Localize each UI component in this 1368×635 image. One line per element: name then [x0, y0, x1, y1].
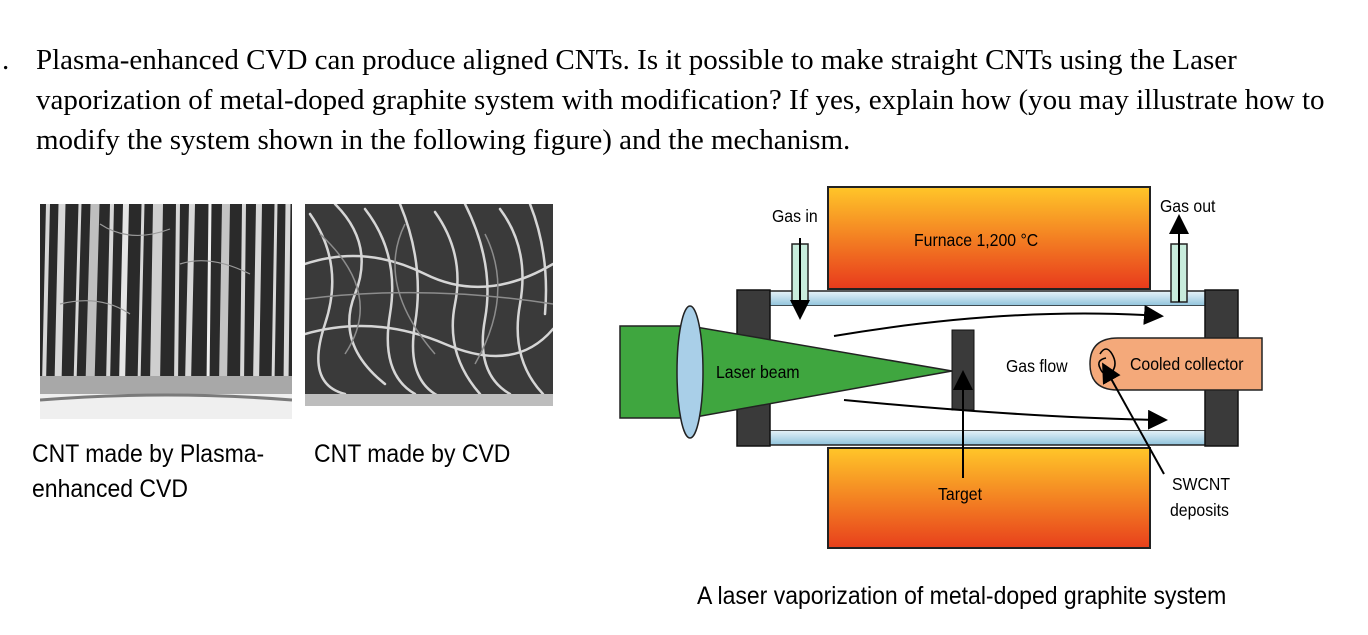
gas-flow-arrow-top [833, 304, 1164, 337]
gas-flow-arrow-bottom [843, 399, 1168, 430]
gas-flow-label: Gas flow [1006, 356, 1068, 376]
laser-beam-label: Laser beam [716, 362, 800, 382]
swcnt-label-line2: deposits [1170, 500, 1229, 520]
tube-wall-top [768, 290, 1208, 307]
gas-in-label: Gas in [772, 206, 818, 226]
furnace-bottom [827, 447, 1151, 549]
laser-lens [676, 305, 704, 439]
cvd-caption-line1: CNT made by CVD [314, 440, 511, 468]
cvd-cnt-image [305, 204, 553, 419]
swcnt-label-line1: SWCNT [1172, 474, 1230, 494]
cvd-caption: CNT made by CVD [314, 437, 510, 472]
furnace-label: Furnace 1,200 °C [914, 230, 1038, 250]
plasma-cvd-caption-line2: enhanced CVD [32, 475, 188, 503]
cooled-collector-label: Cooled collector [1130, 354, 1244, 374]
gas-out-label: Gas out [1160, 196, 1216, 216]
furnace-top [827, 186, 1151, 290]
laser-vaporization-diagram: Gas in Gas out Furnace 1,200 °C Laser be… [619, 186, 1263, 549]
plasma-cvd-caption: CNT made by Plasma- enhanced CVD [32, 437, 264, 507]
question-text: Plasma-enhanced CVD can produce aligned … [36, 44, 1325, 156]
diagram-caption: A laser vaporization of metal-doped grap… [697, 582, 1227, 610]
cooled-collector [1089, 337, 1263, 391]
plasma-cvd-cnt-image [40, 204, 292, 419]
target-label: Target [938, 484, 982, 504]
plasma-cvd-caption-line1: CNT made by Plasma- [32, 440, 265, 468]
question-number: . [2, 44, 10, 76]
